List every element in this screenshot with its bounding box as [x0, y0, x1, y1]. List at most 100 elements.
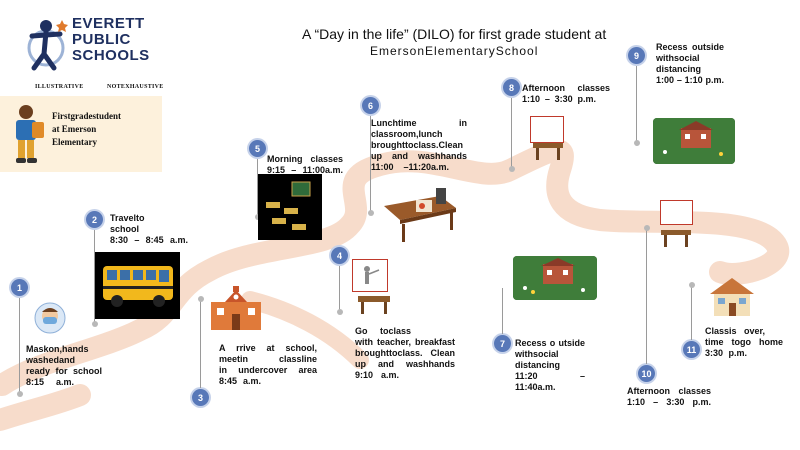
step-2-line-3: 8:30 – 8:45 a.m. — [110, 235, 188, 245]
playground-school-icon — [513, 256, 597, 300]
step-11-line-2: time togo home — [705, 337, 783, 347]
step-11-line-1: Classis over, — [705, 326, 765, 336]
playground-panel-9 — [653, 118, 735, 164]
classroom-panel-5 — [258, 174, 322, 240]
step-4-text: Go toclass with teacher, breakfast broug… — [355, 326, 455, 381]
step-4-line-4: up and washhands — [355, 359, 455, 369]
step-2-number: 2 — [86, 211, 103, 228]
step-5-text: Morning classes 9:15 – 11:00a.m. — [267, 154, 343, 176]
illustrative-tag: ILLUSTRATIVE — [35, 84, 84, 90]
step-7-line-4: 11:20 – 11:40a.m. — [515, 371, 585, 392]
step-5-line-2: 9:15 – 11:00a.m. — [267, 165, 343, 175]
step-3-line-1: A rrive at school, — [219, 343, 317, 353]
step-9-line-3: distancing — [656, 64, 702, 74]
step-8-number: 8 — [503, 79, 520, 96]
logo-line-3: SCHOOLS — [72, 47, 150, 64]
step-9-stem — [636, 66, 637, 142]
step-8-dot — [509, 166, 515, 172]
step-3-dot — [198, 296, 204, 302]
desk-icon-10 — [661, 230, 691, 247]
step-11-number: 11 — [683, 341, 700, 358]
step-8-text: Afternoon classes 1:10 – 3:30 p.m. — [522, 83, 610, 105]
district-logo: EVERETT PUBLIC SCHOOLS — [22, 12, 162, 72]
step-7-text: Recess o utside withsocial distancing 11… — [515, 338, 585, 393]
step-6-line-5: 11:00 –11:20a.m. — [371, 162, 449, 172]
step-4-line-2: with teacher, breakfast — [355, 337, 455, 347]
step-2-dot — [92, 321, 98, 327]
classroom-board-10 — [660, 200, 693, 225]
step-8-stem — [511, 98, 512, 168]
not-exhaustive-tag: NOTEXHAUSTIVE — [107, 84, 164, 90]
step-9-text: Recess outside withsocial distancing 1:0… — [656, 42, 724, 86]
masked-child-icon — [34, 302, 66, 334]
step-6-line-1: Lunchtime in — [371, 118, 467, 128]
step-9-line-2: withsocial — [656, 53, 700, 63]
step-2-line-1: Travelto — [110, 213, 145, 223]
step-9-line-1: Recess outside — [656, 42, 724, 52]
logo-line-1: EVERETT — [72, 15, 145, 32]
school-bus-icon — [103, 266, 173, 307]
step-7-line-3: distancing — [515, 360, 561, 370]
step-6-line-3: broughttoclass.Clean — [371, 140, 464, 150]
page-title: A “Day in the life” (DILO) for first gra… — [302, 26, 607, 42]
house-icon — [710, 278, 754, 316]
step-10-line-1: Afternoon classes — [627, 386, 711, 396]
step-1-stem — [19, 298, 20, 393]
step-7-number: 7 — [494, 335, 511, 352]
school-building-icon — [211, 286, 261, 330]
step-5-number: 5 — [249, 140, 266, 157]
classroom-board-4 — [352, 259, 388, 292]
step-9-number: 9 — [628, 47, 645, 64]
step-7-line-2: withsocial — [515, 349, 559, 359]
step-6-dot — [368, 210, 374, 216]
step-3-text: A rrive at school, meetin classline in u… — [219, 343, 317, 387]
step-7-stem — [502, 288, 503, 334]
step-2-line-2: school — [110, 224, 140, 234]
student-card: Firstgradestudent at Emerson Elementary — [0, 96, 162, 172]
step-4-dot — [337, 309, 343, 315]
step-2-stem — [94, 230, 95, 322]
step-8-line-1: Afternoon classes — [522, 83, 610, 93]
step-10-number: 10 — [638, 365, 655, 382]
step-4-stem — [339, 266, 340, 310]
step-10-line-2: 1:10 – 3:30 p.m. — [627, 397, 711, 407]
step-1-line-3: ready for school — [26, 366, 102, 376]
step-11-text: Classis over, time togo home 3:30 p.m. — [705, 326, 783, 359]
step-11-dot — [689, 282, 695, 288]
step-3-line-3: in undercover area — [219, 365, 317, 375]
playground-school-icon-2 — [653, 118, 735, 164]
step-1-dot — [17, 391, 23, 397]
step-3-number: 3 — [192, 389, 209, 406]
step-11-stem — [691, 286, 692, 340]
playground-panel-7 — [513, 256, 597, 300]
step-1-number: 1 — [11, 279, 28, 296]
step-5-line-1: Morning classes — [267, 154, 343, 164]
step-10-dot — [644, 225, 650, 231]
step-3-stem — [200, 300, 201, 388]
classroom-desks-icon — [266, 181, 311, 230]
student-illustration-icon — [16, 105, 44, 163]
step-4-line-3: broughttoclass. Clean — [355, 348, 455, 358]
figure-globe-icon — [27, 20, 68, 71]
lunch-desk-icon — [384, 188, 456, 242]
step-10-stem — [646, 228, 647, 364]
step-4-number: 4 — [331, 247, 348, 264]
classroom-board-8 — [530, 116, 564, 143]
student-card-line-1: Firstgradestudent — [52, 111, 121, 121]
step-1-line-2: washedand — [26, 355, 76, 365]
step-2-text: Travelto school 8:30 – 8:45 a.m. — [110, 213, 188, 246]
step-8-line-2: 1:10 – 3:30 p.m. — [522, 94, 596, 104]
step-1-line-4: 8:15 a.m. — [26, 377, 74, 387]
step-9-line-4: 1:00 – 1:10 p.m. — [656, 75, 724, 85]
step-1-line-1: Maskon,hands — [26, 344, 89, 354]
desk-icon-4 — [358, 296, 390, 314]
step-1-text: Maskon,hands washedand ready for school … — [26, 344, 102, 388]
step-7-line-1: Recess o utside — [515, 338, 585, 348]
school-bus-panel — [95, 252, 180, 319]
step-4-line-1: Go toclass — [355, 326, 411, 336]
step-3-line-2: meetin classline — [219, 354, 317, 364]
step-6-stem — [370, 116, 371, 212]
step-4-line-5: 9:10 a.m. — [355, 370, 399, 380]
logo-line-2: PUBLIC — [72, 31, 131, 48]
step-9-dot — [634, 140, 640, 146]
